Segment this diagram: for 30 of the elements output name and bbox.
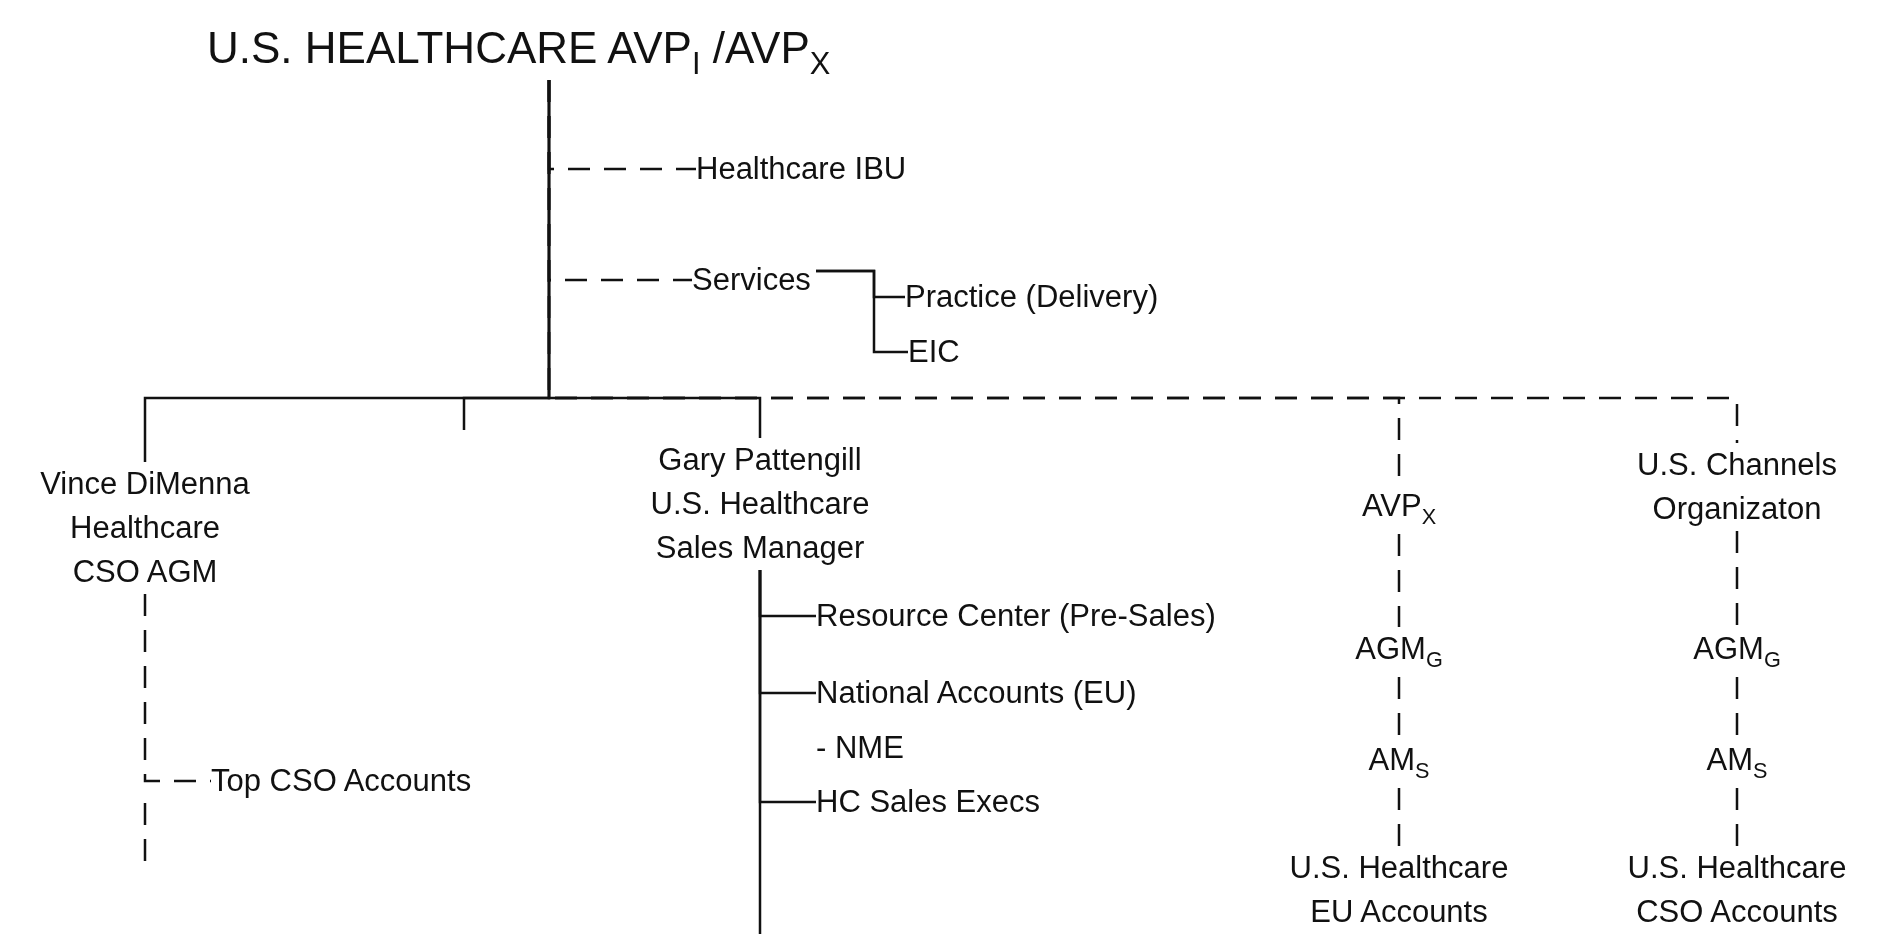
org-unit-label: AM$_{S}$ [1672,738,1802,788]
org-unit-label: Vince DiMenna Healthcare CSO AGM [36,462,254,594]
org-unit-label: AGM$_{G}$ [1334,627,1464,677]
connector-line [1397,534,1401,627]
connector-line [1397,788,1401,846]
org-unit-label: Services [692,258,816,302]
org-unit-label: Healthcare IBU [696,147,996,191]
org-unit-label: AGM$_{G}$ [1672,627,1802,677]
org-unit-label: U.S. Channels Organizaton [1602,443,1872,531]
org-unit-label: EIC [908,330,988,374]
connector-line [1735,788,1739,846]
org-unit-label: U.S. Healthcare EU Accounts [1274,846,1524,934]
org-unit-label: Top CSO Accounts [211,759,571,803]
connector-line [1735,677,1739,738]
org-unit-label: AM$_{S}$ [1334,738,1464,788]
org-unit-label: Gary Pattengill U.S. Healthcare Sales Manager [630,438,890,570]
org-unit-label: AVP$_{X}$ [1334,484,1464,534]
org-unit-label: HC Sales Execs [816,780,1116,824]
connector-line [547,80,762,438]
org-unit-label: Practice (Delivery) [905,275,1255,319]
chart-title: U.S. HEALTHCARE AVP$_{I}$ /AVP$_{X}$ [207,16,927,80]
connector-line [816,269,908,354]
org-unit-label: Resource Center (Pre-Sales) [816,594,1336,638]
connector-line [1397,677,1401,738]
connector-line [758,570,762,934]
connector-line [1735,531,1739,627]
org-unit-label: U.S. Healthcare CSO Accounts [1612,846,1862,934]
connector-line [143,594,211,783]
org-unit-label: National Accounts (EU) [816,671,1246,715]
sub-item-label: - NME [816,729,904,767]
